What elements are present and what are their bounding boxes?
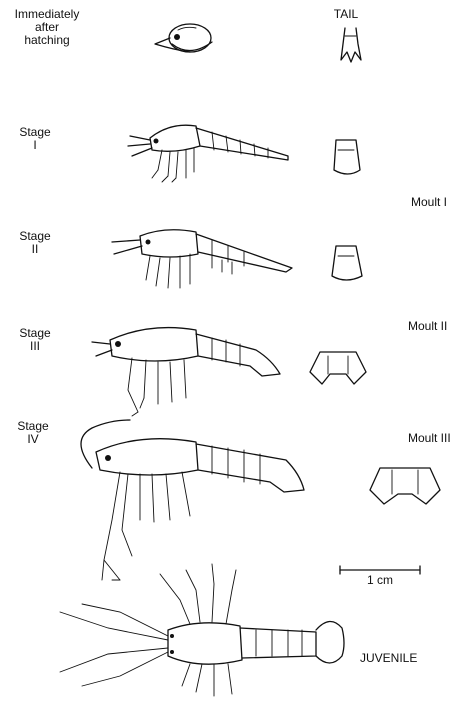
tail-stage-4 [370, 468, 440, 504]
tail-stage-3 [310, 352, 366, 384]
stage-2-figure [112, 230, 292, 288]
stage-1-figure [128, 125, 288, 182]
hatchling-figure [155, 24, 212, 52]
stage-3-figure [92, 328, 280, 416]
tail-hatchling [341, 28, 361, 62]
stage-4-figure [81, 420, 304, 580]
juvenile-figure [60, 564, 344, 696]
tail-stage-1 [334, 140, 360, 174]
tail-stage-2 [332, 246, 362, 280]
scale-bar [340, 566, 420, 574]
